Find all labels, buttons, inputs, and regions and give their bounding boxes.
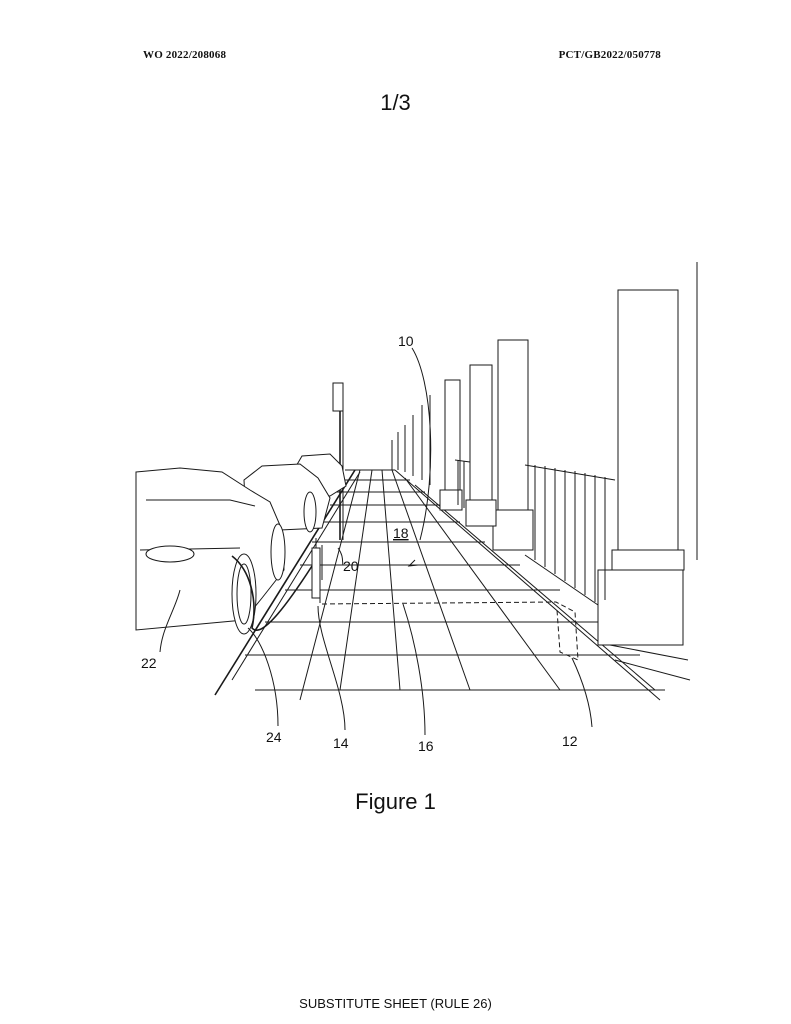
ref-22: 22	[141, 655, 157, 671]
ref-18: 18	[393, 525, 409, 541]
ref-24: 24	[266, 729, 282, 745]
ref-10: 10	[398, 333, 414, 349]
footer-text: SUBSTITUTE SHEET (RULE 26)	[0, 996, 791, 1011]
ref-12: 12	[562, 733, 578, 749]
figure-caption: Figure 1	[0, 789, 791, 815]
building-frontage	[392, 262, 697, 700]
ref-14: 14	[333, 735, 349, 751]
ref-16: 16	[418, 738, 434, 754]
parked-cars	[136, 454, 346, 634]
ref-20: 20	[343, 558, 359, 574]
